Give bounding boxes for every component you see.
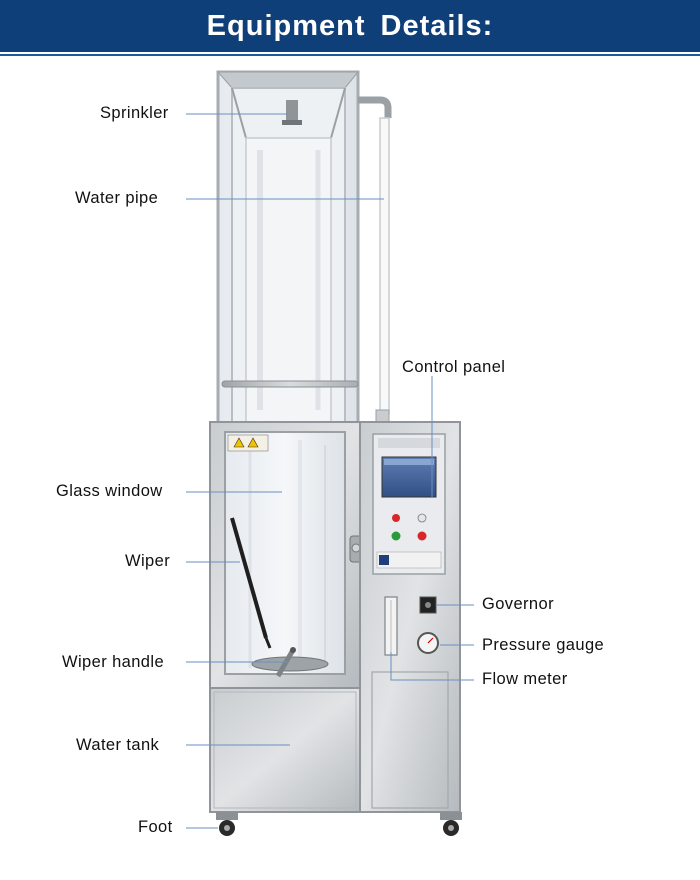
label-governor: Governor: [482, 595, 554, 613]
label-flow-meter: Flow meter: [482, 670, 568, 688]
header-underline: [0, 54, 700, 56]
label-wiper: Wiper: [125, 552, 171, 570]
control-column: [359, 421, 461, 813]
label-pressure-gauge: Pressure gauge: [482, 636, 605, 654]
casters: [216, 812, 462, 836]
water-pipe-illustration: [358, 96, 392, 423]
header-banner: Equipment Details:: [0, 0, 700, 52]
label-glass-window: Glass window: [56, 482, 163, 500]
main-cabinet: [209, 421, 363, 813]
leader-lines: [186, 113, 474, 829]
upper-chamber: [216, 70, 360, 426]
label-control-panel: Control panel: [402, 358, 506, 376]
label-water-pipe: Water pipe: [75, 189, 159, 207]
label-sprinkler: Sprinkler: [100, 104, 169, 122]
leader-flow-meter: [390, 652, 474, 681]
label-foot: Foot: [138, 818, 173, 836]
header-title: Equipment Details:: [206, 9, 494, 42]
label-water-tank: Water tank: [76, 736, 160, 754]
label-wiper-handle: Wiper handle: [62, 653, 165, 671]
